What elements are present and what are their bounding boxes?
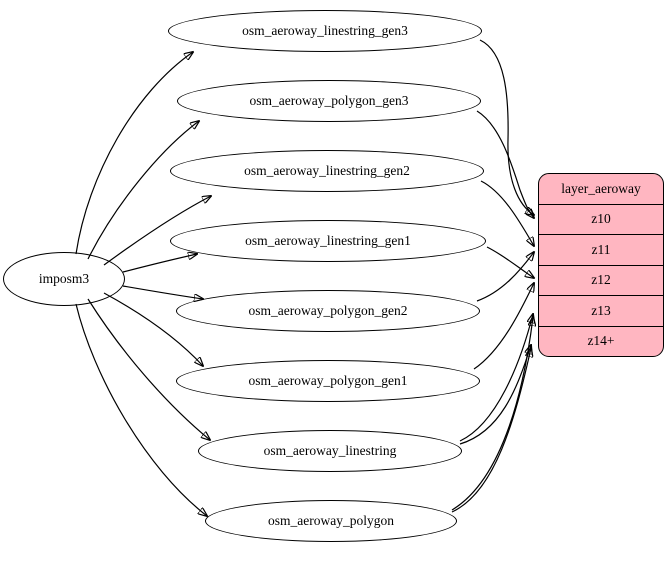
edge-linestring-gen1-to-z12 bbox=[486, 246, 534, 278]
edge-imposm3-to-polygon-gen2 bbox=[122, 285, 203, 299]
layer-aeroway-row-z11: z11 bbox=[539, 234, 663, 265]
node-osm-aeroway-polygon: osm_aeroway_polygon bbox=[205, 500, 457, 542]
node-osm-aeroway-polygon-label: osm_aeroway_polygon bbox=[268, 513, 394, 529]
node-osm-aeroway-polygon-gen3: osm_aeroway_polygon_gen3 bbox=[177, 80, 481, 122]
edge-imposm3-to-polygon bbox=[75, 303, 207, 516]
node-imposm3: imposm3 bbox=[3, 252, 125, 306]
node-osm-aeroway-linestring-gen1: osm_aeroway_linestring_gen1 bbox=[170, 220, 486, 262]
node-osm-aeroway-polygon-gen1-label: osm_aeroway_polygon_gen1 bbox=[248, 373, 408, 389]
node-osm-aeroway-polygon-gen2: osm_aeroway_polygon_gen2 bbox=[176, 290, 480, 332]
node-osm-aeroway-linestring: osm_aeroway_linestring bbox=[198, 430, 462, 472]
node-osm-aeroway-linestring-gen3: osm_aeroway_linestring_gen3 bbox=[168, 10, 482, 52]
layer-aeroway-row-z13: z13 bbox=[539, 295, 663, 326]
node-imposm3-label: imposm3 bbox=[38, 271, 90, 287]
node-layer-aeroway: layer_aeroway z10 z11 z12 z13 z14+ bbox=[538, 173, 664, 357]
node-osm-aeroway-linestring-gen2-label: osm_aeroway_linestring_gen2 bbox=[244, 163, 410, 179]
node-osm-aeroway-linestring-label: osm_aeroway_linestring bbox=[263, 443, 397, 459]
edge-polygon-gen2-to-z11 bbox=[476, 252, 534, 302]
layer-aeroway-row-z12: z12 bbox=[539, 264, 663, 296]
layer-aeroway-row-z10: z10 bbox=[539, 203, 663, 235]
layer-aeroway-row-z14plus: z14+ bbox=[539, 325, 663, 357]
edge-linestring-gen2-to-z11 bbox=[480, 180, 534, 246]
node-osm-aeroway-polygon-gen3-label: osm_aeroway_polygon_gen3 bbox=[249, 93, 409, 109]
node-osm-aeroway-linestring-gen1-label: osm_aeroway_linestring_gen1 bbox=[245, 233, 411, 249]
node-osm-aeroway-linestring-gen2: osm_aeroway_linestring_gen2 bbox=[170, 150, 484, 192]
edge-polygon-gen3-to-z10 bbox=[476, 110, 534, 218]
node-osm-aeroway-polygon-gen1: osm_aeroway_polygon_gen1 bbox=[176, 360, 480, 402]
edge-imposm3-to-linestring-gen1 bbox=[122, 254, 197, 273]
node-osm-aeroway-polygon-gen2-label: osm_aeroway_polygon_gen2 bbox=[248, 303, 408, 319]
edge-polygon-gen1-to-z12 bbox=[473, 283, 534, 370]
edge-polygon-to-z13 bbox=[451, 317, 533, 511]
edge-linestring-gen3-to-z10 bbox=[479, 39, 534, 215]
node-osm-aeroway-linestring-gen3-label: osm_aeroway_linestring_gen3 bbox=[242, 23, 408, 39]
layer-aeroway-title: layer_aeroway bbox=[561, 180, 641, 196]
edge-imposm3-to-linestring-gen3 bbox=[75, 52, 193, 255]
edge-linestring-to-z14plus bbox=[459, 345, 531, 445]
